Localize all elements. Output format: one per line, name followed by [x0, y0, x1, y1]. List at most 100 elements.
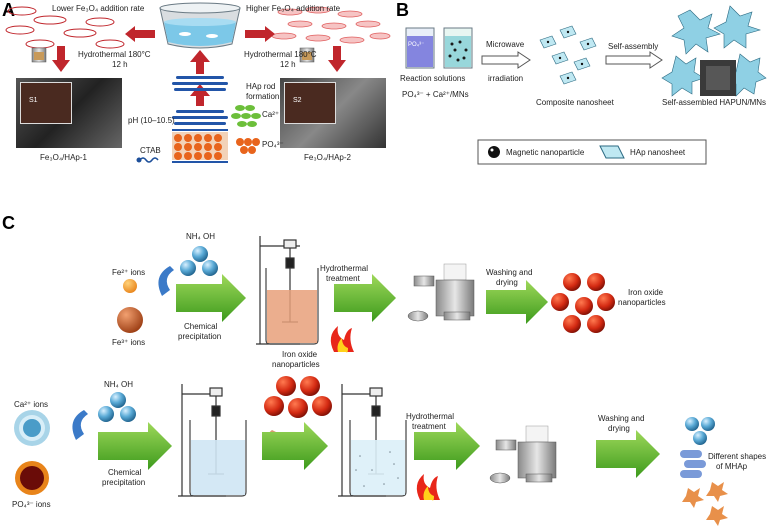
beaker-top — [265, 268, 319, 345]
magnetic-nanoparticle-icon — [488, 146, 500, 158]
iron-oxide-np-top — [551, 273, 615, 333]
legend-label-hap: HAp nanosheet — [630, 148, 686, 157]
panel-letter-b: B — [396, 0, 409, 20]
label-composite: Composite nanosheet — [536, 98, 614, 107]
label-iron-oxide-np-1: Iron oxide — [628, 288, 664, 297]
label-ions: PO₄³⁻ + Ca²⁺/MNs — [402, 90, 469, 99]
beaker-particles — [355, 451, 399, 487]
sample-label-s1: S1 — [29, 97, 38, 104]
label-beaker-po4: PO₄³⁻ — [408, 42, 425, 48]
beaker-bot-1 — [189, 420, 247, 497]
po4-ion-cluster — [236, 138, 260, 154]
green-arrow-c3 — [486, 280, 548, 324]
sem-image-right: S2 — [280, 78, 386, 148]
sem-image-left: S1 — [16, 78, 122, 148]
flame-icon-top — [330, 326, 354, 353]
mhap-shapes — [680, 417, 728, 526]
green-arrow-c6 — [414, 422, 480, 470]
label-hydro-left-1: Hydrothermal 180°C — [78, 50, 151, 59]
autoclave-top — [407, 263, 475, 322]
reaction-bowl — [159, 2, 241, 49]
label-chem-precip-top-2: precipitation — [178, 332, 222, 341]
label-chem-precip-top-1: Chemical — [184, 322, 218, 331]
red-arrows — [52, 26, 346, 106]
caption-left: Fe₃O₄/HAp-1 — [40, 153, 87, 162]
ca-ion-icon — [14, 410, 50, 446]
autoclave-icon-left — [31, 47, 47, 63]
label-nh4oh-top: NH₄ OH — [186, 232, 216, 241]
label-hydro-top-1: Hydrothermal — [320, 264, 369, 273]
label-wash-top-2: drying — [496, 278, 518, 287]
green-arrow-c4 — [98, 422, 172, 470]
caption-right: Fe₃O₄/HAp-2 — [304, 153, 351, 162]
nh4oh-spheres-top — [180, 246, 218, 276]
legend-box — [477, 139, 707, 165]
po4-ion-icon — [15, 461, 49, 495]
ctab-molecule-icon — [139, 157, 159, 163]
label-hydro-bot-2: treatment — [412, 422, 446, 431]
label-ph: pH (10–10.5) — [128, 116, 175, 125]
hap-rod-bundles — [172, 76, 228, 125]
nanosheet-dots — [546, 30, 590, 80]
label-po4: PO₄³⁻ — [262, 140, 284, 149]
label-lower-rate: Lower Fe₃O₄ addition rate — [52, 4, 145, 13]
fe2-ion-icon — [123, 279, 137, 293]
label-shapes-1: Different shapes — [708, 452, 767, 461]
reaction-beakers — [405, 27, 473, 69]
panel-letter-c: C — [2, 213, 15, 233]
ctab-micelle — [172, 129, 228, 163]
label-ca: Ca²⁺ — [262, 110, 280, 119]
label-hydro-right-2: 12 h — [280, 60, 296, 69]
hap-nanosheet-icon — [599, 145, 625, 159]
legend-label-mag: Magnetic nanoparticle — [506, 148, 585, 157]
label-reaction-solutions: Reaction solutions — [400, 74, 466, 83]
label-fe3: Fe³⁺ ions — [112, 338, 146, 347]
label-hydro-right-1: Hydrothermal 180°C — [244, 50, 317, 59]
label-shapes-2: of MHAp — [716, 462, 748, 471]
arrow-self-assembly — [605, 51, 663, 69]
label-assembled: Self-assembled HAPUN/MNs — [662, 98, 767, 107]
label-hap-rod-2: formation — [246, 92, 280, 101]
label-iron-oxide-1: Iron oxide — [282, 350, 318, 359]
label-iron-oxide-2: nanoparticles — [272, 360, 320, 369]
fe3-ion-icon — [117, 307, 143, 333]
nh4oh-spheres-bot — [98, 392, 136, 422]
blue-swirl-icon-bot — [72, 410, 88, 440]
label-ctab: CTAB — [140, 146, 161, 155]
label-wash-bot-2: drying — [608, 424, 630, 433]
label-microwave-1: Microwave — [486, 40, 525, 49]
autoclave-bot — [489, 425, 557, 484]
label-hydro-bot-1: Hydrothermal — [406, 412, 455, 421]
label-chem-precip-bot-1: Chemical — [108, 468, 142, 477]
arrow-microwave — [481, 51, 531, 69]
label-hap-rod-1: HAp rod — [246, 82, 276, 91]
label-ca-ions: Ca²⁺ ions — [14, 400, 49, 409]
label-fe2: Fe²⁺ ions — [112, 268, 146, 277]
autoclave-icon-right — [299, 47, 315, 63]
label-chem-precip-bot-2: precipitation — [102, 478, 146, 487]
label-iron-oxide-np-2: nanoparticles — [618, 298, 666, 307]
label-hydro-top-2: treatment — [326, 274, 360, 283]
label-wash-bot-1: Washing and — [598, 414, 645, 423]
label-microwave-2: irradiation — [488, 74, 524, 83]
label-po4-ions: PO₄³⁻ ions — [12, 500, 51, 509]
flame-icon-bot — [416, 474, 440, 501]
label-hydro-left-2: 12 h — [112, 60, 128, 69]
green-arrow-c5 — [262, 422, 328, 470]
assembled-hapun-clusters — [661, 5, 767, 97]
beaker-bot-2 — [349, 420, 407, 497]
rings-high-rate — [271, 6, 391, 44]
label-self-assembly: Self-assembly — [608, 42, 659, 51]
iron-oxide-np-bot — [264, 376, 332, 418]
composite-nanosheets — [539, 25, 597, 85]
green-arrow-c7 — [596, 430, 660, 478]
green-arrow-c2 — [334, 274, 396, 322]
sample-label-s2: S2 — [293, 97, 302, 104]
green-arrow-c1 — [176, 274, 246, 322]
label-nh4oh-bot: NH₄ OH — [104, 380, 134, 389]
label-wash-top-1: Washing and — [486, 268, 533, 277]
blue-swirl-icon-top — [158, 266, 174, 296]
label-higher-rate: Higher Fe₃O₄ addition rate — [246, 4, 341, 13]
ca-ion-cluster — [231, 105, 261, 127]
